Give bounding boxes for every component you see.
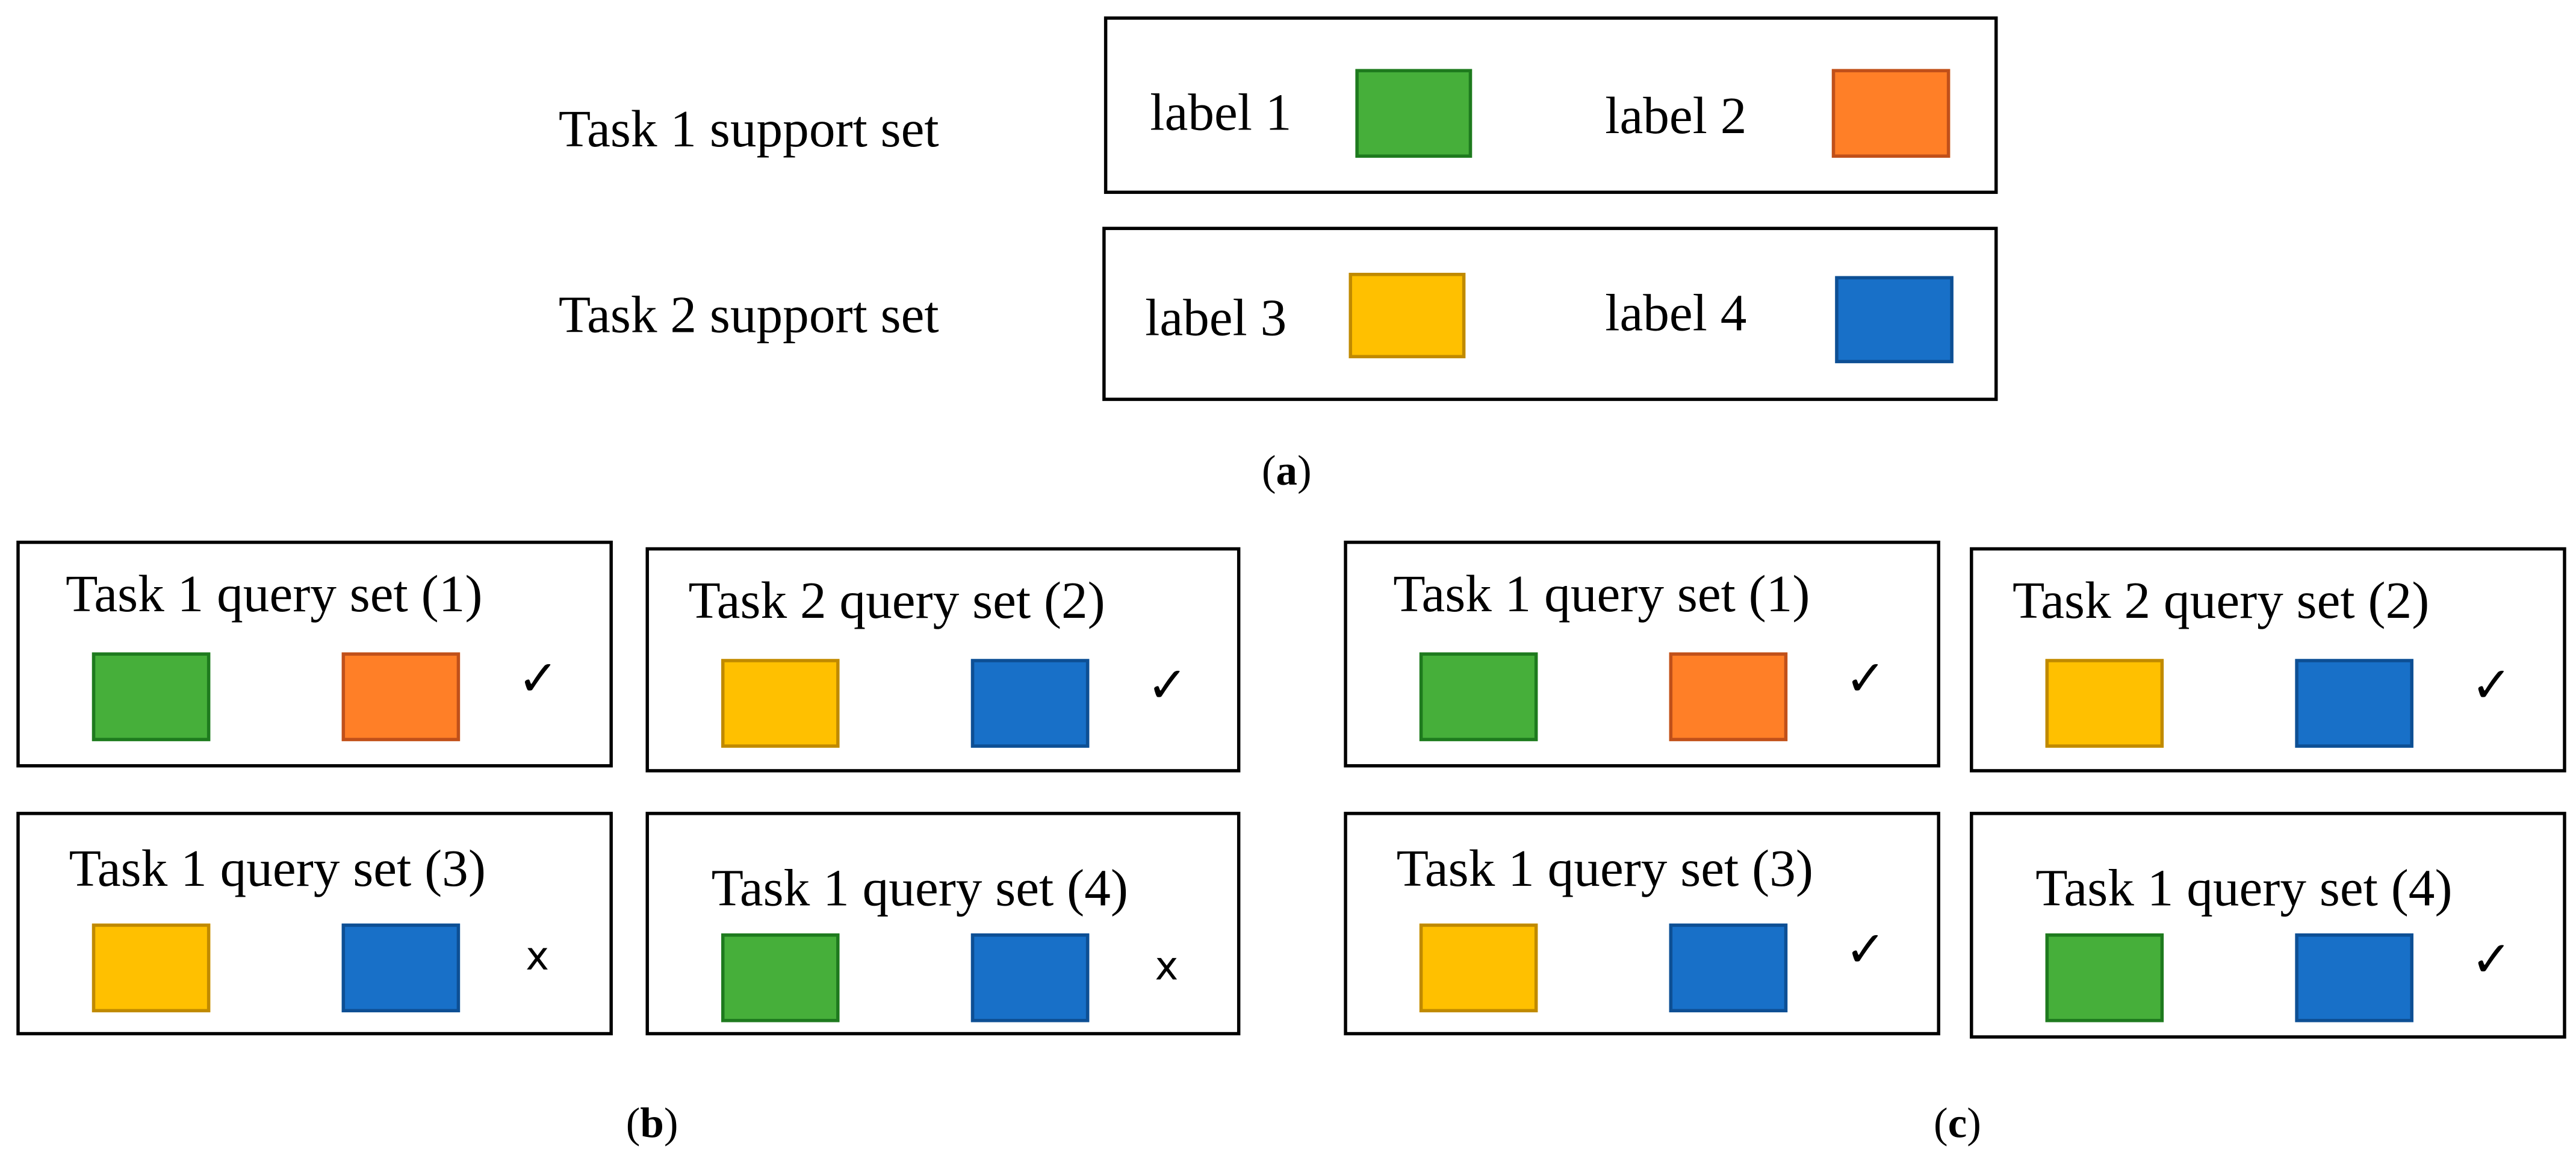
query-set-title: Task 1 query set (4)	[2035, 858, 2453, 917]
query-set-box: Task 1 query set (3) ✓	[1344, 812, 1940, 1036]
query-set-title: Task 1 query set (3)	[1396, 838, 1813, 898]
check-icon: ✓	[1845, 921, 1887, 980]
query-set-box: Task 1 query set (3) x	[16, 812, 613, 1036]
label-3-swatch	[1349, 273, 1466, 358]
blue-swatch	[341, 923, 461, 1013]
label-4-text: label 4	[1605, 282, 1747, 342]
yellow-swatch	[2045, 659, 2164, 748]
check-icon: ✓	[2471, 657, 2513, 715]
query-set-title: Task 2 query set (2)	[2013, 570, 2430, 630]
blue-swatch	[2295, 659, 2413, 748]
label-2-swatch	[1831, 69, 1951, 158]
query-set-box: Task 1 query set (1) ✓	[16, 540, 613, 768]
orange-swatch	[341, 652, 461, 741]
query-set-title: Task 1 query set (3)	[69, 838, 486, 898]
yellow-swatch	[92, 923, 211, 1013]
check-icon: ✓	[2471, 932, 2513, 989]
check-icon: ✓	[1845, 650, 1887, 709]
green-swatch	[1419, 652, 1538, 741]
check-icon: ✓	[517, 650, 559, 709]
query-set-box: Task 2 query set (2) ✓	[1970, 547, 2566, 773]
query-set-box: Task 1 query set (1) ✓	[1344, 540, 1940, 768]
blue-swatch	[970, 659, 1090, 748]
query-set-box: Task 1 query set (4) x	[645, 812, 1241, 1036]
blue-swatch	[1669, 923, 1788, 1013]
task1-support-title: Task 1 support set	[558, 98, 939, 158]
caption-c: (c)	[1934, 1099, 1981, 1147]
yellow-swatch	[721, 659, 840, 748]
query-set-title: Task 2 query set (2)	[688, 570, 1105, 630]
green-swatch	[2045, 933, 2164, 1022]
green-swatch	[721, 933, 840, 1022]
query-set-title: Task 1 query set (4)	[711, 858, 1128, 917]
blue-swatch	[970, 933, 1090, 1022]
query-set-box: Task 2 query set (2) ✓	[645, 547, 1241, 773]
blue-swatch	[2295, 933, 2413, 1022]
check-icon: ✓	[1146, 657, 1188, 715]
query-set-title: Task 1 query set (1)	[1393, 564, 1810, 623]
orange-swatch	[1669, 652, 1788, 741]
cross-icon: x	[526, 933, 550, 980]
task1-support-set-box: label 1 label 2	[1103, 16, 1998, 195]
cross-icon: x	[1155, 943, 1179, 989]
green-swatch	[92, 652, 211, 741]
task2-support-set-box: label 3 label 4	[1102, 226, 1998, 401]
caption-b: (b)	[625, 1099, 678, 1147]
yellow-swatch	[1419, 923, 1538, 1013]
task2-support-title: Task 2 support set	[558, 284, 939, 344]
label-1-swatch	[1355, 69, 1473, 158]
label-3-text: label 3	[1145, 287, 1287, 347]
label-2-text: label 2	[1605, 85, 1747, 145]
label-4-swatch	[1835, 276, 1954, 364]
caption-a: (a)	[1261, 447, 1312, 495]
query-set-box: Task 1 query set (4) ✓	[1970, 812, 2566, 1039]
label-1-text: label 1	[1150, 82, 1292, 142]
query-set-title: Task 1 query set (1)	[66, 564, 483, 623]
